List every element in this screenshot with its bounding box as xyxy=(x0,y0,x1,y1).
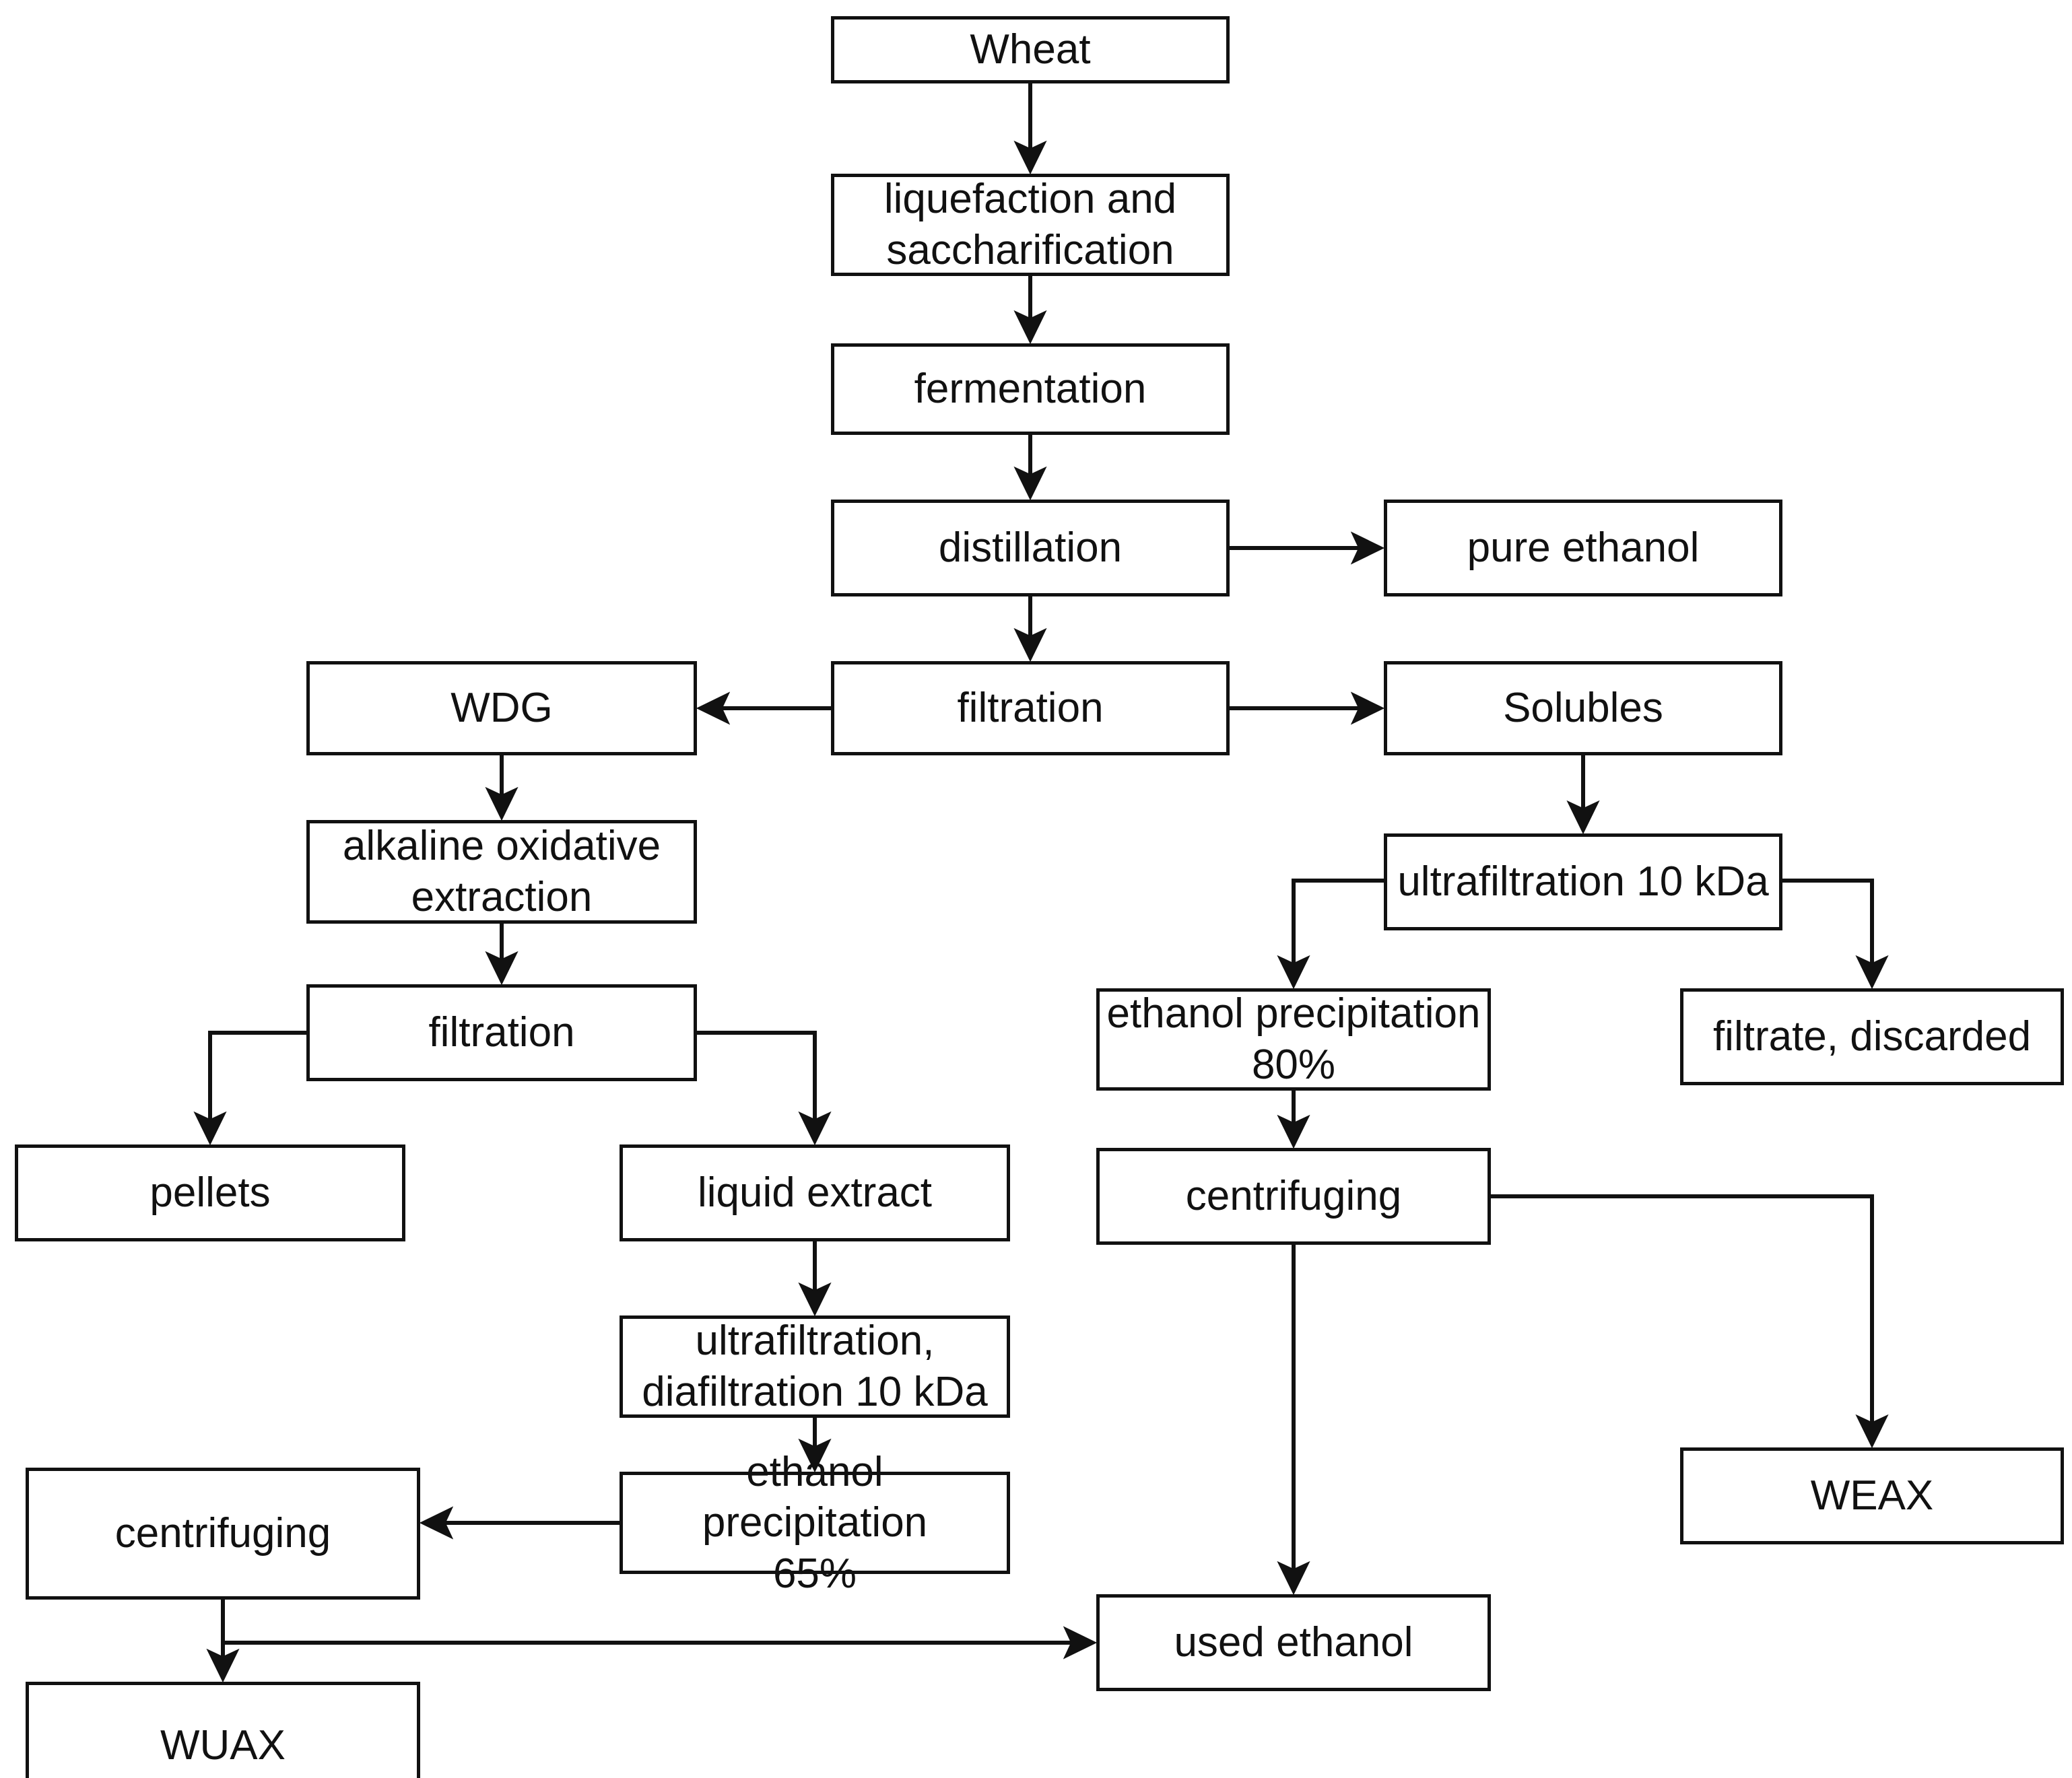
node-fermentation[interactable]: fermentation xyxy=(831,343,1230,435)
node-wdg[interactable]: WDG xyxy=(306,661,697,755)
node-filtration-main[interactable]: filtration xyxy=(831,661,1230,755)
node-filtrate-discarded[interactable]: filtrate, discarded xyxy=(1680,988,2064,1085)
edge-centrifuging-to-weax xyxy=(1491,1194,1889,1449)
node-used-ethanol[interactable]: used ethanol xyxy=(1096,1594,1491,1691)
node-solubles[interactable]: Solubles xyxy=(1384,661,1782,755)
node-ethanol-precipitation-65[interactable]: ethanol precipitation 65% xyxy=(620,1449,1010,1597)
edge-ultrafiltration-to-ethanol-precipitation-80 xyxy=(1277,879,1384,990)
node-distillation[interactable]: distillation xyxy=(831,500,1230,596)
node-wheat[interactable]: Wheat xyxy=(831,16,1230,83)
node-ultrafiltration-diafiltration-10-kda[interactable]: ultrafiltration, diafiltration 10 kDa xyxy=(620,1315,1010,1418)
node-centrifuging-wuax-branch[interactable]: centrifuging xyxy=(26,1468,420,1600)
edge-filtration-to-liquid-extract xyxy=(697,1031,832,1146)
node-weax[interactable]: WEAX xyxy=(1680,1447,2064,1544)
edge-filtration-to-pellets xyxy=(193,1031,306,1146)
node-liquefaction-and-saccharification[interactable]: liquefaction and saccharification xyxy=(831,174,1230,276)
node-pellets[interactable]: pellets xyxy=(15,1144,405,1241)
edge-ultrafiltration-to-filtrate xyxy=(1782,879,1889,990)
node-liquid-extract[interactable]: liquid extract xyxy=(620,1144,1010,1241)
node-pure-ethanol[interactable]: pure ethanol xyxy=(1384,500,1782,596)
node-wuax[interactable]: WUAX xyxy=(26,1682,420,1778)
node-alkaline-oxidative-extraction[interactable]: alkaline oxidative extraction xyxy=(306,820,697,924)
node-filtration-wdg-branch[interactable]: filtration xyxy=(306,984,697,1081)
node-ultrafiltration-10-kda[interactable]: ultrafiltration 10 kDa xyxy=(1384,833,1782,930)
node-ethanol-precipitation-80[interactable]: ethanol precipitation 80% xyxy=(1096,988,1491,1091)
node-centrifuging-weax-branch[interactable]: centrifuging xyxy=(1096,1148,1491,1245)
